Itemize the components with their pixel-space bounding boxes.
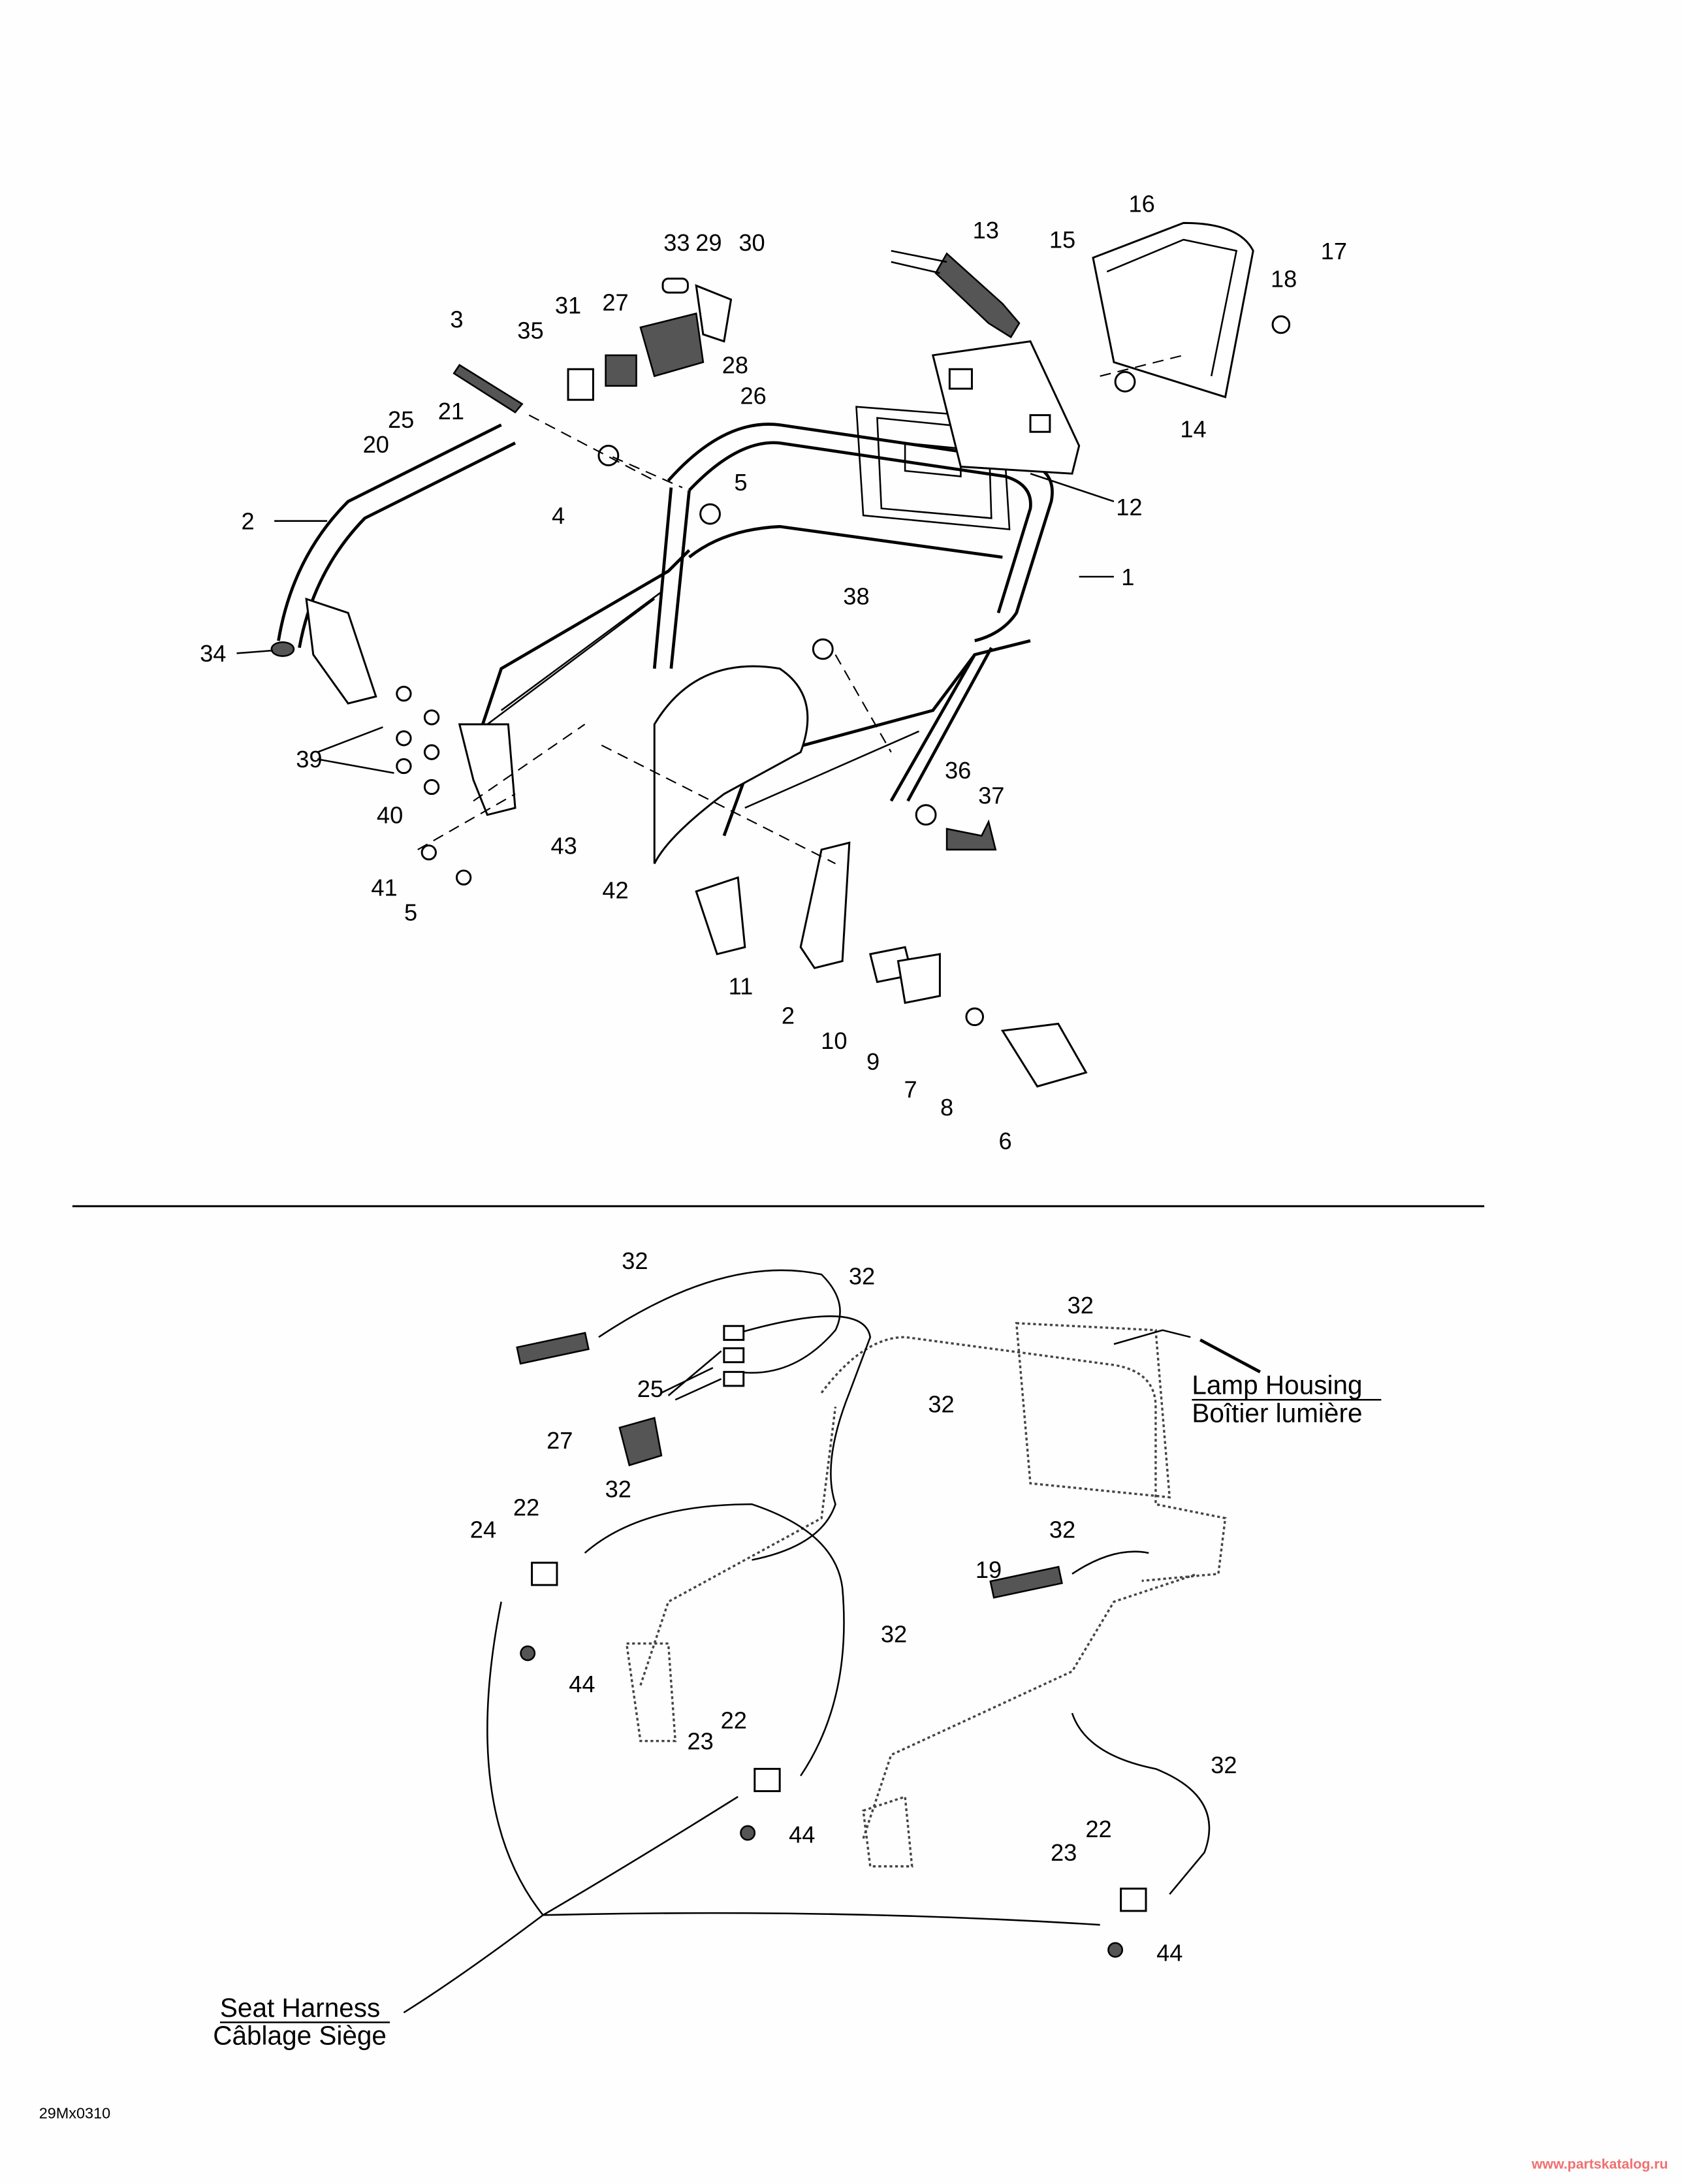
part-callout: 35 xyxy=(517,317,543,344)
part-callout: 5 xyxy=(734,469,747,496)
part-callout: 33 xyxy=(663,229,690,256)
part-callout: 20 xyxy=(363,431,389,458)
part-callout: 7 xyxy=(904,1076,917,1103)
part-callout: 44 xyxy=(789,1821,815,1848)
watermark: www.partskatalog.ru xyxy=(1531,2156,1668,2172)
lamp-housing-label: Lamp Housing xyxy=(1192,1370,1362,1400)
part-callout: 22 xyxy=(1085,1816,1111,1842)
switch-assembly xyxy=(567,278,733,401)
part-callout: 9 xyxy=(866,1048,880,1075)
part-callout: 42 xyxy=(602,877,628,904)
seat-harness-label: Seat Harness xyxy=(220,1993,380,2023)
part-callout: 25 xyxy=(637,1375,663,1402)
part-callout: 24 xyxy=(470,1516,496,1543)
part-callout: 6 xyxy=(999,1127,1012,1154)
part-callout: 28 xyxy=(722,352,748,379)
part-callout: 12 xyxy=(1116,494,1142,521)
rack-outline-dotted xyxy=(625,1322,1227,1868)
part-callout: 13 xyxy=(973,217,999,244)
part-callout: 39 xyxy=(296,746,322,773)
part-callout: 32 xyxy=(849,1262,875,1289)
part-callout: 11 xyxy=(729,973,754,1000)
tail-light xyxy=(891,221,1254,475)
part-callout: 40 xyxy=(377,801,403,828)
part-callout: 23 xyxy=(1051,1839,1077,1866)
part-callout: 26 xyxy=(740,383,766,410)
part-callout: 27 xyxy=(547,1427,573,1454)
leader-lines xyxy=(236,354,1184,865)
part-callout: 43 xyxy=(550,832,577,859)
part-callout: 15 xyxy=(1049,227,1075,253)
part-callout: 22 xyxy=(513,1494,539,1520)
part-callout: 34 xyxy=(200,640,226,667)
part-callout: 37 xyxy=(978,782,1004,809)
part-callout: 2 xyxy=(782,1003,795,1029)
part-callout: 32 xyxy=(605,1476,631,1503)
part-callout: 3 xyxy=(450,306,463,332)
part-callout: 1 xyxy=(1121,564,1134,590)
part-callout: 38 xyxy=(843,583,869,610)
fasteners xyxy=(396,315,1291,1088)
seat-cushion xyxy=(653,665,809,864)
part-callout: 16 xyxy=(1128,190,1154,217)
part-callout: 27 xyxy=(602,289,628,316)
part-callout: 31 xyxy=(555,292,581,319)
part-callout: 10 xyxy=(821,1027,847,1054)
part-callout: 25 xyxy=(388,406,414,433)
part-callout: 8 xyxy=(940,1094,953,1121)
part-callout: 32 xyxy=(622,1247,648,1274)
part-callout: 14 xyxy=(1180,416,1206,443)
part-callout: 19 xyxy=(976,1556,1002,1583)
part-callout: 44 xyxy=(1156,1940,1182,1967)
figure-code: 29Mx0310 xyxy=(39,2105,110,2122)
part-callout: 5 xyxy=(404,899,417,926)
part-callout: 32 xyxy=(1211,1752,1237,1778)
part-callout: 22 xyxy=(721,1707,747,1734)
part-callout: 23 xyxy=(687,1728,713,1755)
part-callout: 36 xyxy=(945,757,971,784)
wiring-harness xyxy=(403,1269,1261,2014)
part-callout: 41 xyxy=(371,874,397,901)
part-callout: 32 xyxy=(1068,1292,1094,1319)
part-callout: 2 xyxy=(241,507,254,534)
part-callout: 32 xyxy=(1049,1516,1075,1543)
lamp-housing-label-fr: Boîtier lumière xyxy=(1192,1398,1362,1428)
part-callout: 32 xyxy=(928,1390,954,1417)
part-callout: 18 xyxy=(1271,265,1297,292)
part-callout: 30 xyxy=(738,229,765,256)
rear-rack-frame xyxy=(458,406,1054,956)
part-callout: 21 xyxy=(438,398,464,425)
part-callout: 44 xyxy=(569,1671,595,1697)
grab-handle xyxy=(270,423,851,969)
part-callout: 32 xyxy=(881,1620,907,1647)
seat-harness-label-fr: Câblage Siège xyxy=(213,2021,387,2051)
part-callout: 4 xyxy=(552,502,565,529)
part-callout: 29 xyxy=(695,229,722,256)
part-callout: 17 xyxy=(1321,238,1347,265)
